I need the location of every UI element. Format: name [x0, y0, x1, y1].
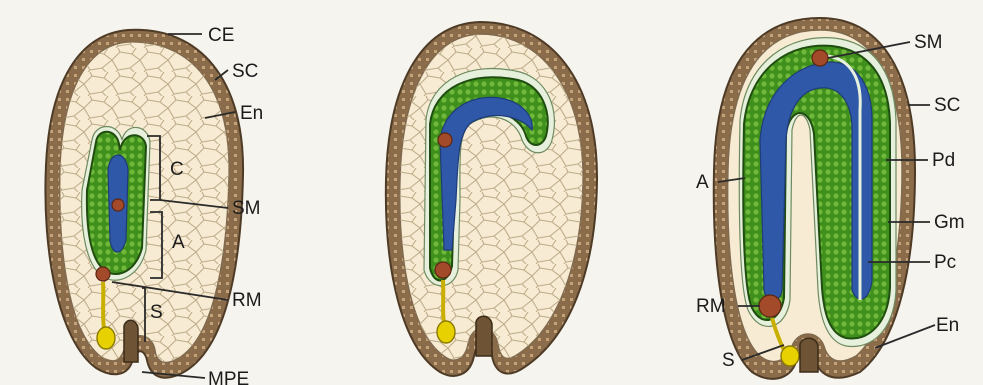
- label-sc-left: SC: [232, 61, 258, 82]
- label-pc: Pc: [934, 252, 956, 273]
- label-mpe: MPE: [208, 369, 249, 385]
- label-s-left: S: [150, 302, 163, 323]
- micropyle-right: [800, 338, 818, 372]
- label-c: C: [170, 159, 184, 180]
- label-gm: Gm: [934, 212, 965, 233]
- seed-mature-stage: [714, 18, 915, 379]
- label-sm-left: SM: [232, 198, 261, 219]
- root-meristem-right: [759, 295, 781, 317]
- suspensor-basal-cell-right: [781, 346, 799, 366]
- micropyle-left: [124, 320, 138, 362]
- label-en-right: En: [936, 315, 959, 336]
- label-a-left: A: [172, 232, 185, 253]
- root-meristem-middle: [435, 262, 451, 278]
- micropyle-middle: [476, 316, 492, 356]
- shoot-meristem-left: [112, 199, 124, 211]
- seed-middle-stage: [386, 22, 597, 376]
- shoot-meristem-right: [812, 50, 828, 66]
- root-meristem-left: [96, 267, 110, 281]
- label-rm-right: RM: [696, 296, 726, 317]
- label-a-right: A: [696, 172, 709, 193]
- suspensor-middle: [443, 280, 444, 322]
- seed-early-stage: [45, 30, 243, 378]
- label-ce: CE: [208, 25, 234, 46]
- shoot-meristem-middle: [438, 133, 452, 147]
- label-en-left: En: [240, 103, 263, 124]
- suspensor-basal-cell-middle: [437, 321, 455, 343]
- suspensor-left: [103, 282, 104, 328]
- suspensor-basal-cell-left: [97, 327, 115, 349]
- label-sm-right: SM: [914, 32, 943, 53]
- label-rm-left: RM: [232, 290, 262, 311]
- label-sc-right: SC: [934, 95, 960, 116]
- label-s-right: S: [722, 350, 735, 371]
- label-pd: Pd: [932, 150, 955, 171]
